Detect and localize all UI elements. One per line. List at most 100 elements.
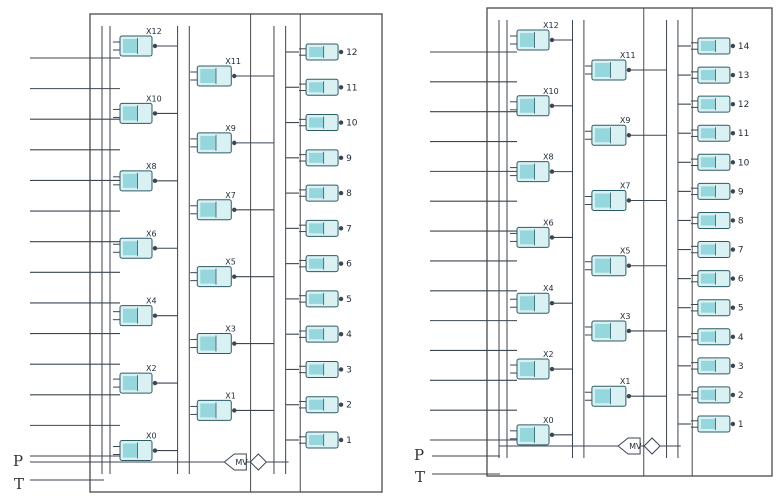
output-gate: [299, 396, 344, 414]
gate-output-dot: [338, 402, 344, 407]
gate-output-dot: [626, 198, 632, 203]
gate-body: [697, 357, 731, 375]
gate-body: [591, 320, 627, 342]
gate-body: [591, 59, 627, 81]
gate-output-dot: [549, 235, 555, 240]
output-gate: [299, 184, 344, 202]
output-gate: [690, 241, 736, 259]
first-stage-gate: X8: [510, 153, 555, 183]
left-input-labels: P T: [13, 452, 104, 493]
output-gate: [299, 43, 344, 61]
output-gate: [690, 182, 736, 200]
output-gate: [299, 78, 344, 96]
gate-inner-block: [200, 269, 216, 284]
first-stage-gate: X0: [510, 416, 555, 446]
gate-body: [591, 255, 627, 277]
gate-body: [119, 102, 153, 124]
gate-inner-block: [309, 435, 324, 445]
output-label: 5: [346, 295, 352, 305]
gate-output-dot: [626, 67, 632, 73]
gate-output-dot: [730, 189, 736, 194]
gate-body: [516, 29, 550, 51]
gate-inner-block: [700, 128, 716, 139]
gate-inner-block: [309, 293, 324, 304]
gate-inner-block: [200, 336, 216, 351]
gate-body: [305, 43, 339, 61]
gate-output-dot: [730, 131, 736, 136]
output-gate: [299, 431, 344, 449]
second-stage-gate: X7: [190, 191, 237, 221]
gate-output-dot: [338, 437, 344, 443]
gate-output-dot: [232, 341, 237, 346]
gate-inner-block: [594, 128, 611, 143]
gate-body: [516, 161, 550, 183]
gate-output-dot: [232, 408, 237, 413]
gate-label: X7: [620, 181, 631, 190]
gate-inner-block: [700, 331, 716, 342]
output-gate: [299, 360, 344, 378]
second-stage-gate: X7: [584, 181, 632, 211]
output-label: 5: [738, 304, 744, 314]
gate-output-dot: [152, 313, 158, 318]
first-stage-gate: X6: [510, 218, 555, 248]
output-label: 3: [346, 365, 352, 375]
gate-inner-block: [309, 223, 324, 234]
gate-inner-block: [309, 152, 324, 163]
gate-inner-block: [123, 241, 138, 256]
gate-label: X7: [225, 191, 236, 200]
gate-inner-block: [123, 443, 138, 458]
gate-output-dot: [232, 274, 237, 279]
output-gate: [299, 255, 344, 273]
gate-body: [196, 266, 232, 288]
output-label: 11: [346, 83, 357, 93]
output-gate: [299, 149, 344, 167]
gate-inner-block: [594, 258, 611, 273]
gate-output-dot: [338, 85, 344, 90]
output-gate: [690, 328, 736, 346]
right-circuit-panel: X12X10X8X6X4X2X0X11X9X7X5X3X114131211109…: [430, 7, 773, 477]
gate-body: [516, 95, 550, 117]
t-input-label: T: [14, 475, 24, 493]
gate-body: [305, 219, 339, 237]
gate-inner-block: [309, 117, 324, 128]
left-circuit-panel: X12X10X8X6X4X2X0X11X9X7X5X3X112111098765…: [30, 13, 383, 493]
second-stage-gate: X5: [584, 247, 632, 277]
gate-output-dot: [338, 155, 344, 161]
gate-inner-block: [700, 186, 716, 197]
gate-inner-block: [700, 302, 716, 313]
output-gate: [299, 325, 344, 343]
gate-output-dot: [338, 261, 344, 266]
gate-output-dot: [549, 366, 555, 372]
output-label: 2: [346, 401, 352, 411]
gate-body: [196, 65, 232, 87]
gate-output-dot: [338, 120, 344, 125]
gate-inner-block: [309, 82, 324, 93]
second-stage-gate: X9: [584, 116, 632, 146]
gate-inner-block: [309, 47, 324, 57]
gate-inner-block: [123, 376, 138, 391]
output-label: 1: [346, 436, 352, 446]
first-stage-gate: X2: [113, 364, 158, 394]
gate-label: X10: [146, 94, 162, 103]
gate-inner-block: [200, 69, 216, 83]
p-input-label: P: [13, 452, 23, 470]
gate-body: [305, 290, 339, 308]
output-gate: [690, 66, 736, 84]
first-stage-gate: X6: [113, 229, 158, 259]
first-stage-gate: X10: [113, 94, 162, 124]
gate-output-dot: [232, 140, 237, 146]
gate-body: [119, 372, 153, 394]
gate-label: X8: [543, 153, 554, 162]
gate-label: X12: [146, 27, 162, 36]
gate-output-dot: [549, 301, 555, 306]
first-stage-gate: X10: [510, 87, 559, 117]
gate-inner-block: [123, 308, 138, 323]
output-gate: [690, 37, 736, 55]
gate-label: X5: [225, 258, 236, 267]
gate-label: X11: [620, 51, 636, 60]
gate-body: [697, 37, 731, 55]
gate-inner-block: [700, 215, 716, 226]
gate-output-dot: [338, 296, 344, 302]
gate-body: [119, 305, 153, 327]
gate-label: X2: [543, 350, 554, 359]
